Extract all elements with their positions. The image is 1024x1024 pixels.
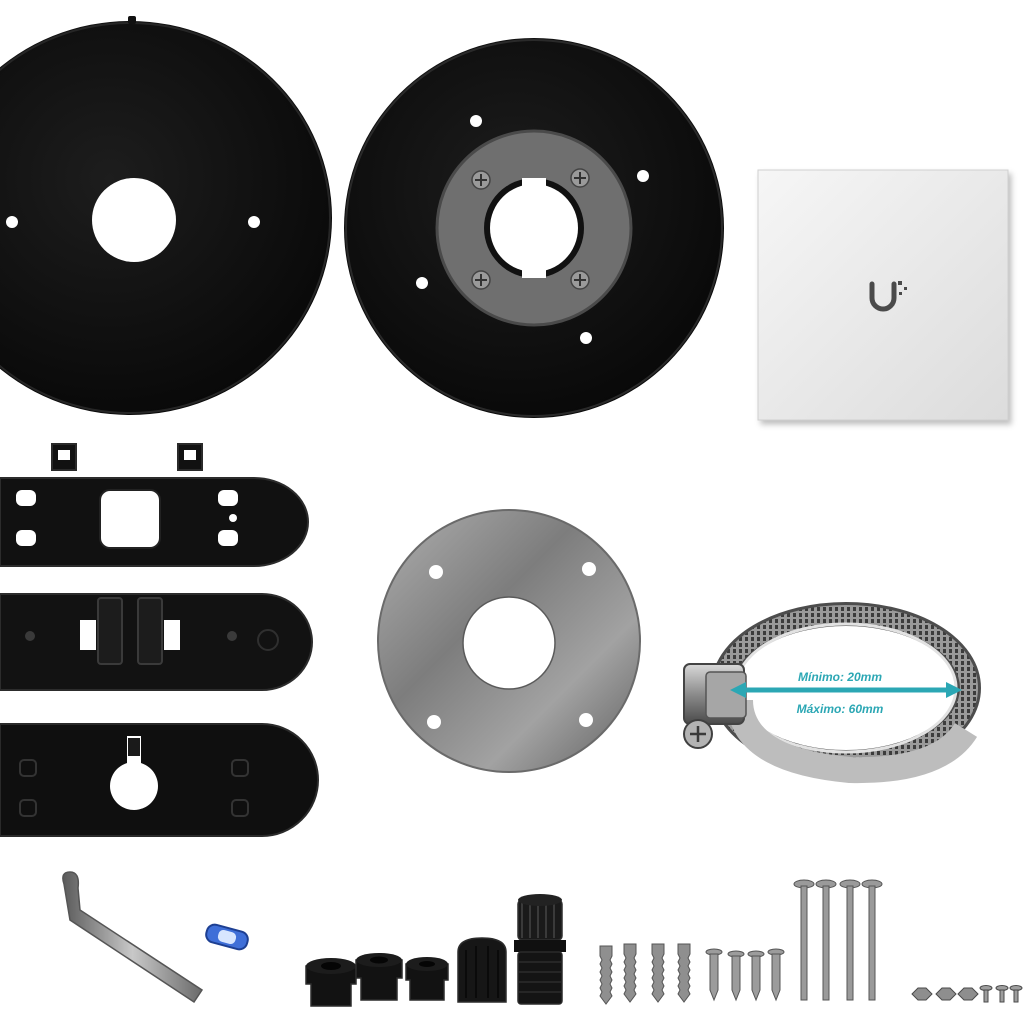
screw-hole bbox=[470, 115, 482, 127]
wall-anchor bbox=[599, 943, 691, 1005]
clamp-min-label: Mínimo: 20mm bbox=[798, 670, 882, 684]
screw-hole bbox=[6, 216, 18, 228]
screw-hole bbox=[416, 277, 428, 289]
cable-gland-nut bbox=[457, 937, 507, 1003]
black-mount-disc-large bbox=[0, 16, 332, 415]
mounting-bracket-clip-plate bbox=[0, 593, 313, 691]
steel-l-rod bbox=[62, 871, 204, 1004]
clamp-screw-head bbox=[683, 719, 713, 749]
clamp-max-label: Máximo: 60mm bbox=[797, 702, 884, 716]
screw-hole bbox=[248, 216, 260, 228]
long-bolt bbox=[793, 879, 883, 1001]
rubber-grommet bbox=[405, 957, 449, 1001]
mounting-bracket-top-plate bbox=[0, 443, 309, 567]
mounting-bracket-keyhole-plate bbox=[0, 723, 319, 837]
tiny-screw bbox=[979, 985, 1023, 1003]
cable-gland-body bbox=[514, 894, 566, 1005]
rubber-grommet bbox=[305, 958, 357, 1007]
hex-nut bbox=[911, 987, 979, 1001]
short-screw bbox=[705, 948, 785, 1002]
clamp-screw-housing bbox=[683, 663, 747, 725]
clamp-measurement-arrow bbox=[730, 682, 962, 698]
center-hole bbox=[92, 178, 176, 262]
black-mount-disc-adapter bbox=[344, 38, 724, 418]
screw-hole bbox=[580, 332, 592, 344]
rubber-grommet bbox=[355, 953, 403, 1001]
ubiquiti-logo-card bbox=[757, 169, 1009, 421]
ubiquiti-logo-icon bbox=[869, 281, 907, 312]
hose-clamp bbox=[683, 602, 981, 784]
bubble-level-icon bbox=[205, 923, 249, 951]
steel-adapter-plate bbox=[377, 509, 641, 773]
screw-hole bbox=[637, 170, 649, 182]
